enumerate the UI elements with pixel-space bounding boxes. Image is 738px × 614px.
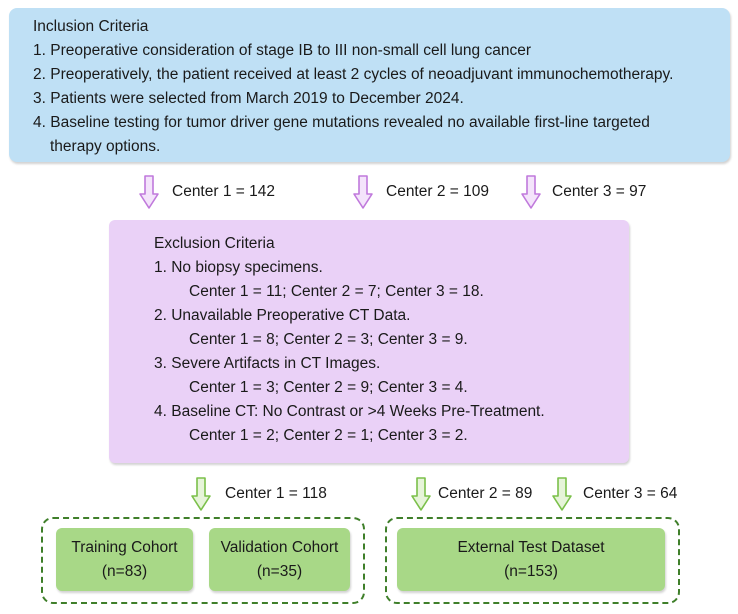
exclusion-item-3: 3. Severe Artifacts in CT Images. — [154, 355, 381, 372]
training-cohort-label: Training Cohort — [71, 538, 178, 556]
arrow-down-icon — [552, 477, 572, 511]
arrow-down-icon — [411, 477, 431, 511]
inclusion-criteria-box: Inclusion Criteria 1. Preoperative consi… — [9, 8, 730, 162]
arrow-down-icon — [521, 175, 541, 209]
exclusion-item-4-detail: Center 1 = 2; Center 2 = 1; Center 3 = 2… — [189, 427, 468, 444]
arrow-down-icon — [353, 175, 373, 209]
exclusion-title: Exclusion Criteria — [154, 235, 275, 252]
exclusion-item-2: 2. Unavailable Preoperative CT Data. — [154, 307, 411, 324]
screened-center-3: Center 3 = 97 — [552, 183, 647, 200]
training-cohort-box: Training Cohort (n=83) — [56, 528, 193, 591]
external-test-dataset-n: (n=153) — [504, 562, 558, 580]
exclusion-item-3-detail: Center 1 = 3; Center 2 = 9; Center 3 = 4… — [189, 379, 468, 396]
screened-center-2: Center 2 = 109 — [386, 183, 489, 200]
inclusion-item-4-continued: therapy options. — [50, 138, 161, 155]
included-center-3: Center 3 = 64 — [583, 485, 678, 502]
exclusion-item-1-detail: Center 1 = 11; Center 2 = 7; Center 3 = … — [189, 283, 484, 300]
inclusion-item-4: 4. Baseline testing for tumor driver gen… — [33, 114, 650, 131]
inclusion-item-2: 2. Preoperatively, the patient received … — [33, 66, 674, 83]
validation-cohort-label: Validation Cohort — [220, 538, 339, 556]
validation-cohort-box: Validation Cohort (n=35) — [209, 528, 350, 591]
external-test-dataset-label: External Test Dataset — [457, 538, 605, 556]
validation-cohort-n: (n=35) — [256, 562, 303, 580]
exclusion-criteria-box: Exclusion Criteria 1. No biopsy specimen… — [109, 220, 629, 463]
arrow-down-icon — [139, 175, 159, 209]
inclusion-item-1: 1. Preoperative consideration of stage I… — [33, 42, 531, 59]
internal-cohort-group — [41, 517, 365, 604]
included-center-2: Center 2 = 89 — [438, 485, 533, 502]
exclusion-item-2-detail: Center 1 = 8; Center 2 = 3; Center 3 = 9… — [189, 331, 468, 348]
included-center-1: Center 1 = 118 — [225, 485, 327, 502]
training-cohort-n: (n=83) — [101, 562, 148, 580]
inclusion-title: Inclusion Criteria — [33, 18, 149, 35]
exclusion-item-4: 4. Baseline CT: No Contrast or >4 Weeks … — [154, 403, 545, 420]
external-test-dataset-box: External Test Dataset (n=153) — [397, 528, 665, 591]
inclusion-item-3: 3. Patients were selected from March 201… — [33, 90, 464, 107]
external-test-group — [385, 517, 680, 604]
exclusion-item-1: 1. No biopsy specimens. — [154, 259, 323, 276]
arrow-down-icon — [191, 477, 211, 511]
screened-center-1: Center 1 = 142 — [172, 183, 275, 200]
